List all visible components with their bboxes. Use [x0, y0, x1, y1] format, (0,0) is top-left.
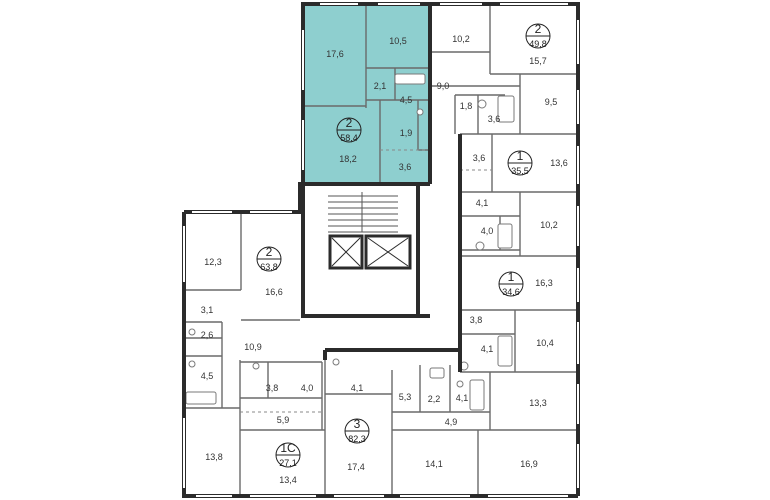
apartment-area: 58,4	[340, 133, 358, 143]
room-area-label: 13,6	[550, 158, 568, 168]
room-labels: 17,6 10,5 2,1 4,5 1,9 18,2 3,6 10,2 15,7…	[201, 34, 568, 485]
apartment-number: 2	[346, 116, 353, 130]
room-area-label: 5,9	[277, 415, 290, 425]
interior-walls	[184, 4, 578, 496]
room-area-label: 5,3	[399, 392, 412, 402]
apartment-area: 49,8	[529, 39, 547, 49]
room-area-label: 18,2	[339, 154, 357, 164]
room-area-label: 14,1	[425, 459, 443, 469]
room-area-label: 10,5	[389, 36, 407, 46]
windows	[183, 3, 579, 497]
room-area-label: 4,1	[481, 344, 494, 354]
apartment-number: 3	[354, 417, 361, 431]
room-area-label: 17,6	[326, 49, 344, 59]
room-area-label: 12,3	[204, 257, 222, 267]
room-area-label: 1,9	[400, 128, 413, 138]
room-area-label: 4,5	[201, 371, 214, 381]
room-area-label: 17,4	[347, 462, 365, 472]
apartment-badge: 2 49,8	[525, 22, 551, 49]
room-area-label: 2,2	[428, 394, 441, 404]
room-area-label: 3,1	[201, 305, 214, 315]
room-area-label: 1,8	[460, 101, 473, 111]
room-area-label: 10,2	[452, 34, 470, 44]
room-area-label: 13,8	[205, 452, 223, 462]
room-area-label: 4,0	[301, 383, 314, 393]
room-area-label: 15,7	[529, 56, 547, 66]
apartment-number: 1С	[280, 441, 296, 455]
stairwell	[328, 192, 398, 233]
room-area-label: 9,0	[437, 81, 450, 91]
apartment-badge: 2 58,4	[336, 116, 362, 143]
apartment-badge: 1С 27,1	[275, 441, 301, 468]
apartment-area: 35,5	[511, 166, 529, 176]
room-area-label: 3,8	[470, 315, 483, 325]
apartment-number: 2	[535, 22, 542, 36]
room-area-label: 4,0	[481, 226, 494, 236]
room-area-label: 4,5	[400, 95, 413, 105]
zone-lines	[240, 149, 492, 413]
apartment-number: 1	[517, 149, 524, 163]
room-area-label: 3,6	[399, 162, 412, 172]
apartment-area: 34,6	[502, 287, 520, 297]
apartment-area: 63,8	[260, 262, 278, 272]
apartment-area: 82,3	[348, 434, 366, 444]
apartment-number: 2	[266, 245, 273, 259]
apartment-badge: 1 35,5	[507, 149, 533, 176]
elevator-shafts	[328, 234, 412, 270]
room-area-label: 10,2	[540, 220, 558, 230]
room-area-label: 10,4	[536, 338, 554, 348]
room-area-label: 3,6	[473, 153, 486, 163]
room-area-label: 10,9	[244, 342, 262, 352]
apartment-area: 27,1	[279, 458, 297, 468]
room-area-label: 4,1	[351, 383, 364, 393]
room-area-label: 3,8	[266, 383, 279, 393]
apartment-badge: 2 63,8	[256, 245, 282, 272]
room-area-label: 3,6	[488, 114, 501, 124]
room-area-label: 9,5	[545, 97, 558, 107]
room-area-label: 16,9	[520, 459, 538, 469]
room-area-label: 13,3	[529, 398, 547, 408]
room-area-label: 16,6	[265, 287, 283, 297]
apartment-badge: 3 82,3	[344, 417, 370, 444]
apartment-number: 1	[508, 270, 515, 284]
room-area-label: 2,1	[374, 81, 387, 91]
apartment-badge: 1 34,6	[498, 270, 524, 297]
room-area-label: 13,4	[279, 475, 297, 485]
fixtures	[185, 73, 515, 411]
room-area-label: 2,6	[201, 330, 214, 340]
room-area-label: 16,3	[535, 278, 553, 288]
room-area-label: 4,1	[456, 393, 469, 403]
room-area-label: 4,1	[476, 198, 489, 208]
room-area-label: 4,9	[445, 417, 458, 427]
